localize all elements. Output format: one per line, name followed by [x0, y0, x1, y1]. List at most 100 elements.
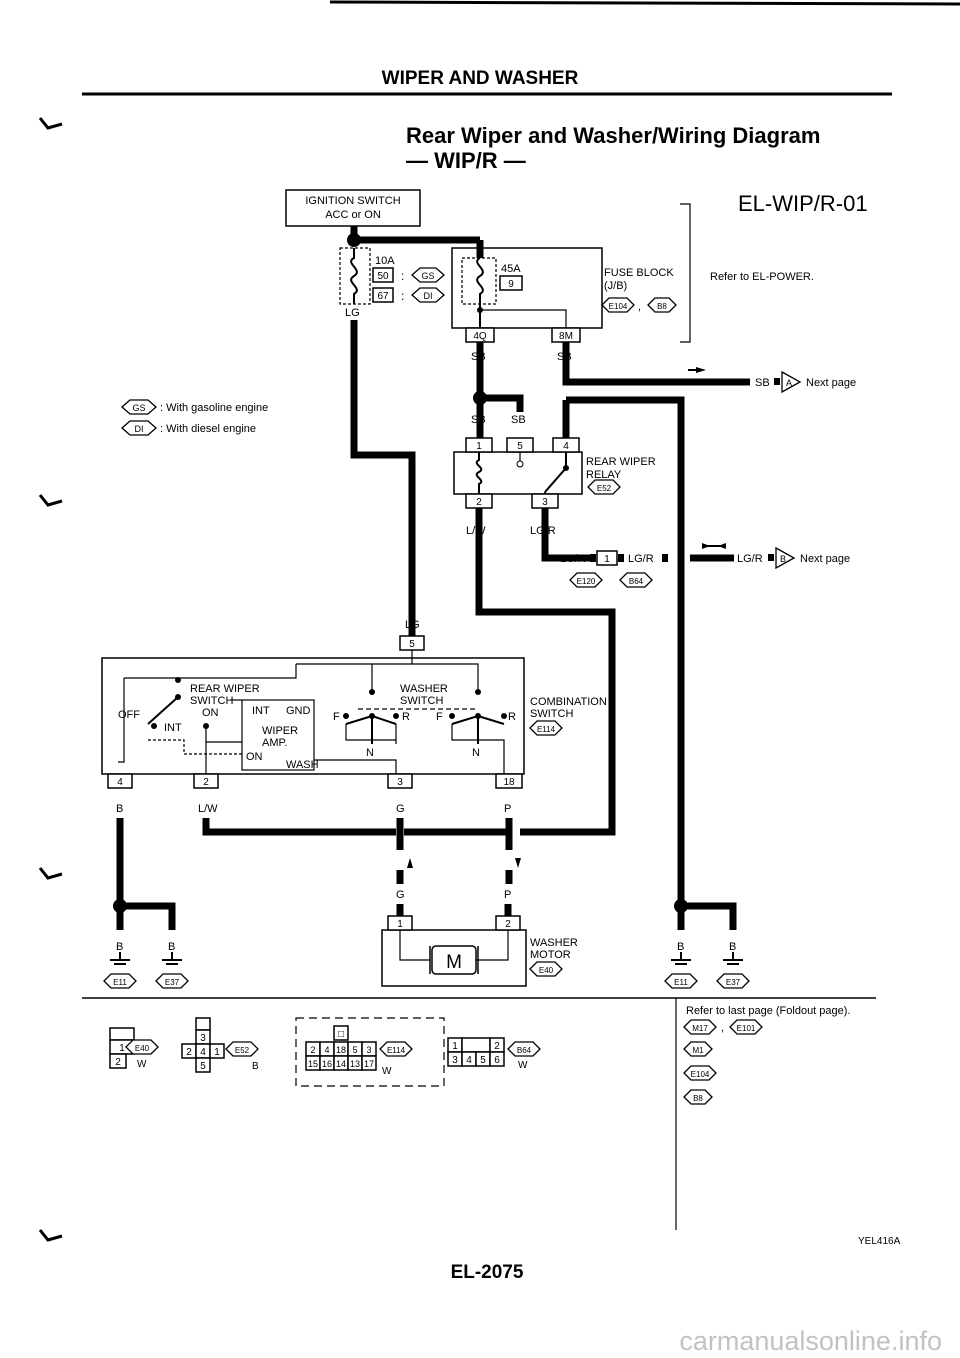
- e114-pin-label: 18: [336, 1045, 346, 1055]
- next-b-text: Next page: [800, 553, 850, 565]
- ground-left-conn-2: E37: [165, 978, 180, 987]
- diagram-subtitle: — WIP/R —: [406, 148, 526, 173]
- joint-wire-l: LG/R: [560, 553, 586, 565]
- fuse-10a-no-gs-box: [372, 267, 394, 283]
- wire-label-lg-top: LG: [345, 307, 360, 319]
- wiper-amp-box: [241, 699, 315, 771]
- joint-conn-2-shape: [619, 572, 653, 588]
- rear-wiper-sw-label-1: REAR WIPER: [190, 683, 260, 695]
- fuse-10a-symbol: [350, 248, 358, 304]
- amp-label-2: AMP.: [262, 737, 287, 749]
- ground-left-conn-1: E11: [113, 978, 127, 987]
- svg-text:3: 3: [200, 1033, 206, 1044]
- wire-label-g: G: [396, 803, 405, 815]
- refer-conn-e101-shape: [729, 1019, 763, 1035]
- washer-n1: N: [366, 747, 374, 759]
- comb-label-1: COMBINATION: [530, 696, 607, 708]
- washer-f2: F: [436, 711, 443, 723]
- wire-label-lg-bottom: LG: [405, 619, 420, 631]
- legend-di-tag-shape: [121, 420, 157, 436]
- term-4q: 4Q: [473, 331, 487, 342]
- svg-text:W: W: [137, 1059, 147, 1070]
- fuse-10a-gs-tag: GS: [421, 271, 434, 281]
- wire-lw-relay: [475, 508, 616, 836]
- conn-tag-e104-shape: [601, 297, 635, 313]
- fuse-45a-symbol: [476, 257, 484, 330]
- svg-text:2: 2: [115, 1057, 121, 1068]
- ignition-switch-label: IGNITION SWITCH: [305, 195, 400, 207]
- svg-text:E52: E52: [235, 1046, 250, 1055]
- rear-wiper-int: INT: [164, 722, 182, 734]
- e114-pin-label: 2: [310, 1045, 315, 1055]
- e114-id: E114: [387, 1046, 406, 1055]
- relay-conn-shape: [587, 479, 621, 495]
- wire-label-p-motor: P: [504, 889, 511, 901]
- comb-pin-5: 5: [409, 639, 415, 650]
- ground-left-conn-1-shape: [103, 973, 137, 989]
- svg-text:1: 1: [452, 1041, 458, 1052]
- washer-n2: N: [472, 747, 480, 759]
- connector-face-e40: 1 2 E40 W: [109, 1027, 159, 1070]
- amp-gnd: GND: [286, 705, 311, 717]
- e114-pin-label: 14: [336, 1059, 346, 1069]
- arrow-up-g: [407, 858, 413, 868]
- wire-label-lw-comb: L/W: [198, 803, 218, 815]
- refer-last-text: Refer to last page (Foldout page).: [686, 1005, 850, 1017]
- arrow-right: [696, 367, 706, 373]
- refer-conn-m1: M1: [692, 1046, 704, 1055]
- b64-pin-label: 3: [452, 1055, 458, 1066]
- refer-conn-e104: E104: [691, 1070, 710, 1079]
- joint-conn-2: B64: [629, 577, 644, 586]
- fuse-10a-di-tag: DI: [424, 291, 433, 301]
- motor-label-2: MOTOR: [530, 949, 571, 961]
- e114-pin-label: 5: [352, 1045, 357, 1055]
- relay-conn: E52: [597, 484, 612, 493]
- motor-conn: E40: [539, 966, 554, 975]
- diagram-code: EL-WIP/R-01: [738, 191, 868, 216]
- rear-wiper-switch-arm: [147, 696, 179, 725]
- amp-int: INT: [252, 705, 270, 717]
- relay-label-1: REAR WIPER: [586, 456, 656, 468]
- conn-tag-e104: E104: [609, 302, 628, 311]
- refer-conn-e104-shape: [683, 1065, 717, 1081]
- diagram-title: Rear Wiper and Washer/Wiring Diagram: [406, 123, 820, 148]
- motor-symbol: [431, 945, 477, 975]
- ground-symbol-left: [110, 952, 182, 965]
- svg-text:□: □: [338, 1029, 344, 1040]
- relay-pin-5: 5: [517, 441, 523, 452]
- term-8m: 8M: [559, 331, 573, 342]
- amp-on: ON: [246, 751, 263, 763]
- conn-sep: ,: [638, 301, 641, 313]
- fuse-45a-no: 9: [508, 279, 514, 290]
- wire-label-p: P: [504, 803, 511, 815]
- relay-pin-3: 3: [542, 497, 548, 508]
- fuse-45a-rating: 45A: [501, 263, 521, 275]
- fuse-10a-sep-2: :: [401, 289, 404, 303]
- fuse-10a-no-di: 67: [377, 291, 389, 302]
- legend-gs-tag: GS: [132, 403, 145, 413]
- rear-wiper-sw-label-2: SWITCH: [190, 695, 233, 707]
- ground-right-conn-1-shape: [664, 973, 698, 989]
- washer-r2: R: [508, 711, 516, 723]
- svg-text:5: 5: [200, 1061, 206, 1072]
- comb-conn: E114: [537, 725, 556, 734]
- wire-lw-comb: [202, 818, 396, 836]
- fuse-block-frame: [451, 247, 603, 329]
- relay-pin-4: 4: [563, 441, 569, 452]
- ignition-switch-state: ACC or ON: [325, 209, 381, 221]
- wire-lg: [350, 320, 416, 640]
- refer-conn-m17-shape: [683, 1019, 717, 1035]
- motor-label-1: WASHER: [530, 937, 578, 949]
- rear-wiper-off: OFF: [118, 709, 140, 721]
- b64-pin-label: 6: [494, 1055, 500, 1066]
- washer-motor-frame: [381, 929, 527, 987]
- fuse-block-jb: (J/B): [604, 280, 627, 292]
- comb-label-2: SWITCH: [530, 708, 573, 720]
- motor-pin-2: 2: [505, 919, 511, 930]
- e114-pin-cell: [361, 1055, 377, 1071]
- wire-label-relay-sb-1: SB: [471, 414, 486, 426]
- ground-left-conn-2-shape: [155, 973, 189, 989]
- joint-conn-1: E120: [577, 577, 596, 586]
- fuse-10a-sep-1: :: [401, 269, 404, 283]
